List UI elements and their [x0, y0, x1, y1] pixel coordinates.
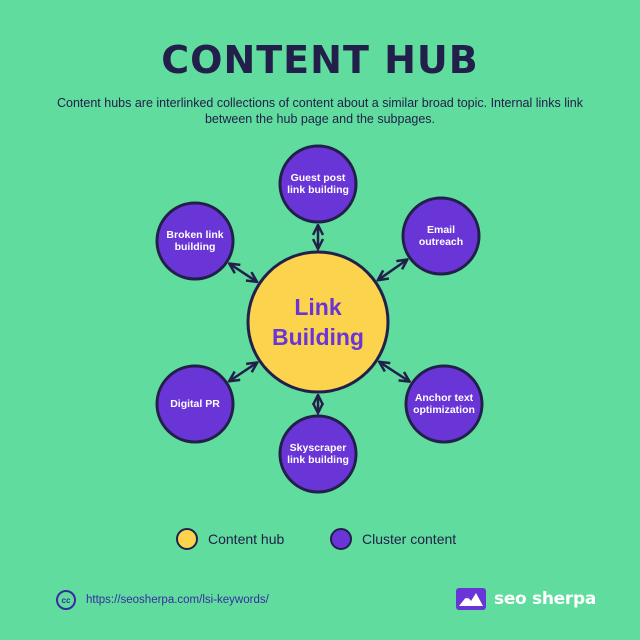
legend-cluster: Cluster content [330, 528, 456, 550]
cluster-node-skyscraper [278, 414, 358, 494]
legend-hub-label: Content hub [208, 531, 285, 547]
cluster-label-email: Email outreach [418, 224, 464, 248]
page-subtitle: Content hubs are interlinked collections… [57, 96, 583, 126]
connector-anchor [379, 362, 409, 382]
cluster-node-anchor [404, 364, 484, 444]
cluster-node-guest [278, 144, 358, 224]
footer-source: cc https://seosherpa.com/lsi-keywords/ [56, 590, 269, 610]
hub-node [246, 250, 390, 394]
brand: seo sherpa [456, 588, 596, 610]
cluster-label-guest: Guest post link building [287, 172, 349, 196]
cluster-label-digital: Digital PR [170, 398, 220, 410]
cluster-node-digital [155, 364, 235, 444]
connector-digital [229, 362, 257, 381]
seo-sherpa-mountain-logo [456, 588, 486, 610]
legend-hub: Content hub [176, 528, 284, 550]
legend-cluster-swatch [330, 528, 352, 550]
legend-cluster-label: Cluster content [362, 531, 457, 547]
brand-name: seo sherpa [494, 589, 597, 609]
connector-email [378, 259, 408, 280]
page-title: CONTENT HUB [161, 38, 479, 82]
cluster-label-broken: Broken link building [166, 229, 224, 253]
cluster-label-anchor: Anchor text optimization [413, 392, 475, 416]
cluster-label-skyscraper: Skyscraper link building [287, 442, 349, 466]
legend-hub-swatch [176, 528, 198, 550]
creative-commons-icon: cc [56, 590, 76, 610]
connector-broken [229, 264, 257, 282]
cluster-node-broken [155, 201, 235, 281]
cluster-node-email [401, 196, 481, 276]
source-url[interactable]: https://seosherpa.com/lsi-keywords/ [86, 594, 269, 606]
hub-label: Link Building [272, 294, 364, 350]
